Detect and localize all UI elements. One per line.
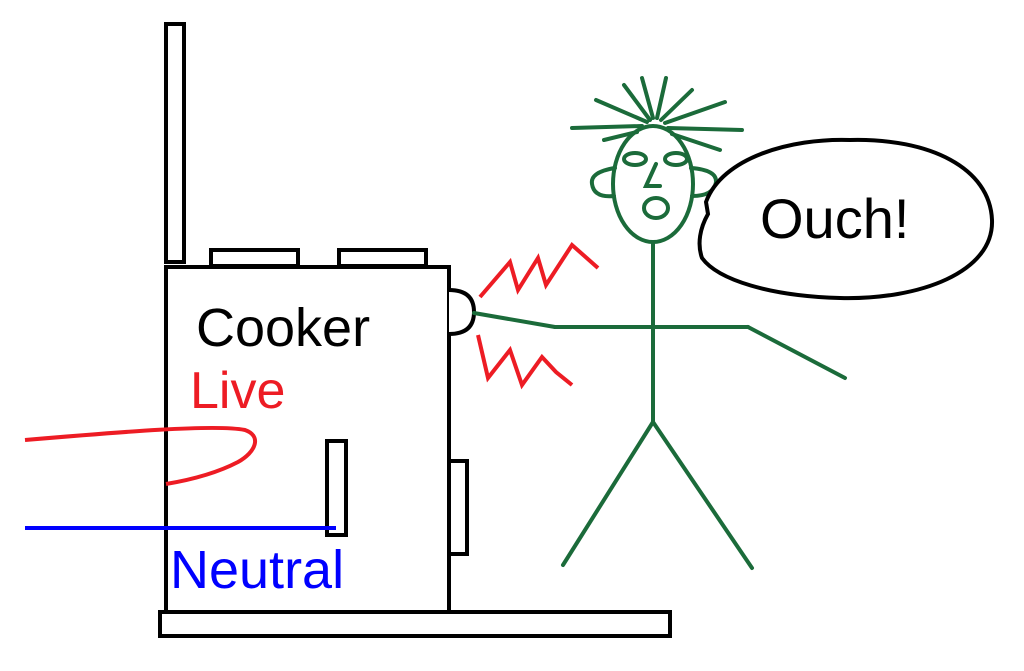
cooker-knob — [448, 288, 477, 336]
cooker-body — [164, 265, 451, 614]
cooker-label: Cooker — [196, 298, 370, 358]
live-wire — [24, 425, 257, 486]
chimney-pipe — [164, 22, 186, 264]
spark-upper — [478, 241, 600, 299]
live-label: Live — [190, 362, 285, 420]
stick-figure — [472, 76, 847, 570]
hob-plate-left — [209, 248, 300, 268]
spark-lower — [476, 334, 574, 390]
hob-plate-right — [337, 248, 428, 268]
speech-bubble — [697, 137, 995, 301]
neutral-terminal — [325, 439, 348, 537]
speech-text: Ouch! — [760, 187, 909, 250]
neutral-label: Neutral — [170, 540, 344, 600]
floor — [158, 610, 672, 638]
cooker-side-handle — [447, 459, 469, 556]
